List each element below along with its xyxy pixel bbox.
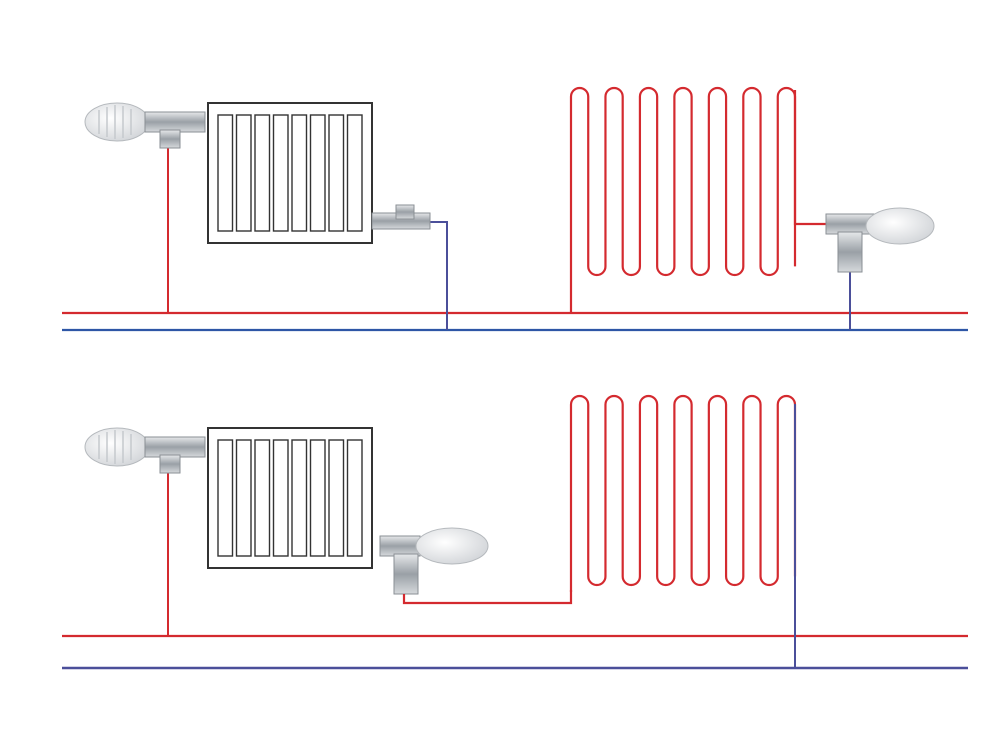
radiator-fin bbox=[346, 114, 363, 232]
radiator-fin bbox=[346, 439, 363, 557]
underfloor-coil-top bbox=[569, 86, 797, 313]
thermostatic-valve-top bbox=[84, 102, 206, 149]
radiator-fin bbox=[254, 114, 271, 232]
diagram-top bbox=[62, 86, 968, 332]
radiator-fin bbox=[254, 439, 271, 557]
radiator-fin bbox=[235, 439, 252, 557]
radiator-fin bbox=[272, 439, 289, 557]
radiator-fin bbox=[309, 114, 326, 232]
diagram-bottom bbox=[62, 394, 968, 670]
coil-outlet-top bbox=[793, 90, 832, 226]
radiator-fin bbox=[309, 439, 326, 557]
radiator-fin bbox=[235, 114, 252, 232]
radiator-bottom bbox=[207, 427, 373, 569]
radiator-fin bbox=[328, 114, 345, 232]
underfloor-coil-bottom bbox=[569, 394, 797, 592]
radiator-return-drop-top bbox=[430, 221, 448, 330]
radiator-fin bbox=[217, 114, 234, 232]
radiator-fin bbox=[291, 439, 308, 557]
thermostatic-valve-coil-bottom bbox=[379, 527, 489, 595]
radiator-fin bbox=[328, 439, 345, 557]
thermostatic-valve-right-top bbox=[825, 207, 935, 273]
radiator-fin bbox=[272, 114, 289, 232]
lockshield-valve-top bbox=[371, 204, 431, 230]
thermostatic-valve-bottom bbox=[84, 427, 206, 474]
coil-feed-bottom bbox=[402, 590, 573, 605]
radiator-fin bbox=[217, 439, 234, 557]
radiator-top bbox=[207, 102, 373, 244]
radiator-fin bbox=[291, 114, 308, 232]
